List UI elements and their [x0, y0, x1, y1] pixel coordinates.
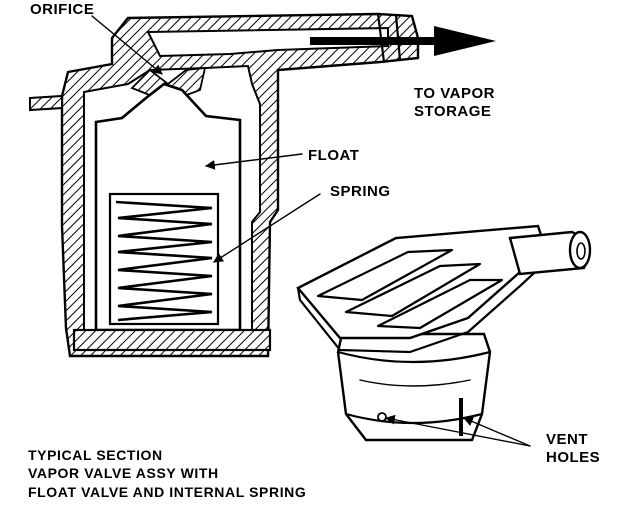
body-band	[336, 350, 492, 364]
body-highlight	[359, 379, 471, 387]
external-view	[296, 224, 592, 442]
flange-top	[296, 224, 548, 340]
flange-rib-1	[316, 248, 454, 302]
spring-coils	[115, 200, 213, 322]
outlet-nipple-end	[568, 230, 592, 270]
float-label: FLOAT	[308, 147, 359, 164]
caption-line-3: FLOAT VALVE AND INTERNAL SPRING	[28, 484, 306, 500]
spring-leader	[213, 193, 321, 263]
orifice-label: ORIFICE	[30, 1, 94, 18]
left-nipple	[29, 94, 63, 112]
flange-rib-3	[376, 278, 504, 330]
vent-slot	[459, 398, 463, 436]
to-vapor-label: TO VAPOR	[414, 85, 495, 102]
base-plate	[72, 328, 272, 352]
float-tip	[120, 82, 208, 120]
float-leader	[205, 153, 303, 170]
flow-arrow	[310, 26, 496, 56]
leader-lines	[91, 15, 531, 447]
holes-label: HOLES	[546, 449, 600, 466]
flange-rib-2	[344, 262, 482, 318]
vent-leader-1	[385, 414, 531, 447]
storage-label: STORAGE	[414, 103, 491, 120]
vent-leader-2	[463, 416, 531, 447]
spring-label: SPRING	[330, 183, 391, 200]
vent-hole-left	[377, 412, 387, 422]
caption-line-1: TYPICAL SECTION	[28, 447, 163, 463]
labels: ORIFICE TO VAPOR STORAGE FLOAT SPRING VE…	[30, 1, 600, 466]
outlet-bore	[146, 26, 389, 58]
caption-line-2: VAPOR VALVE ASSY WITH	[28, 465, 219, 481]
section-view	[29, 12, 420, 358]
caption: TYPICAL SECTION VAPOR VALVE ASSY WITH FL…	[28, 447, 306, 500]
orifice-leader	[91, 15, 163, 75]
vent-label: VENT	[546, 431, 588, 448]
